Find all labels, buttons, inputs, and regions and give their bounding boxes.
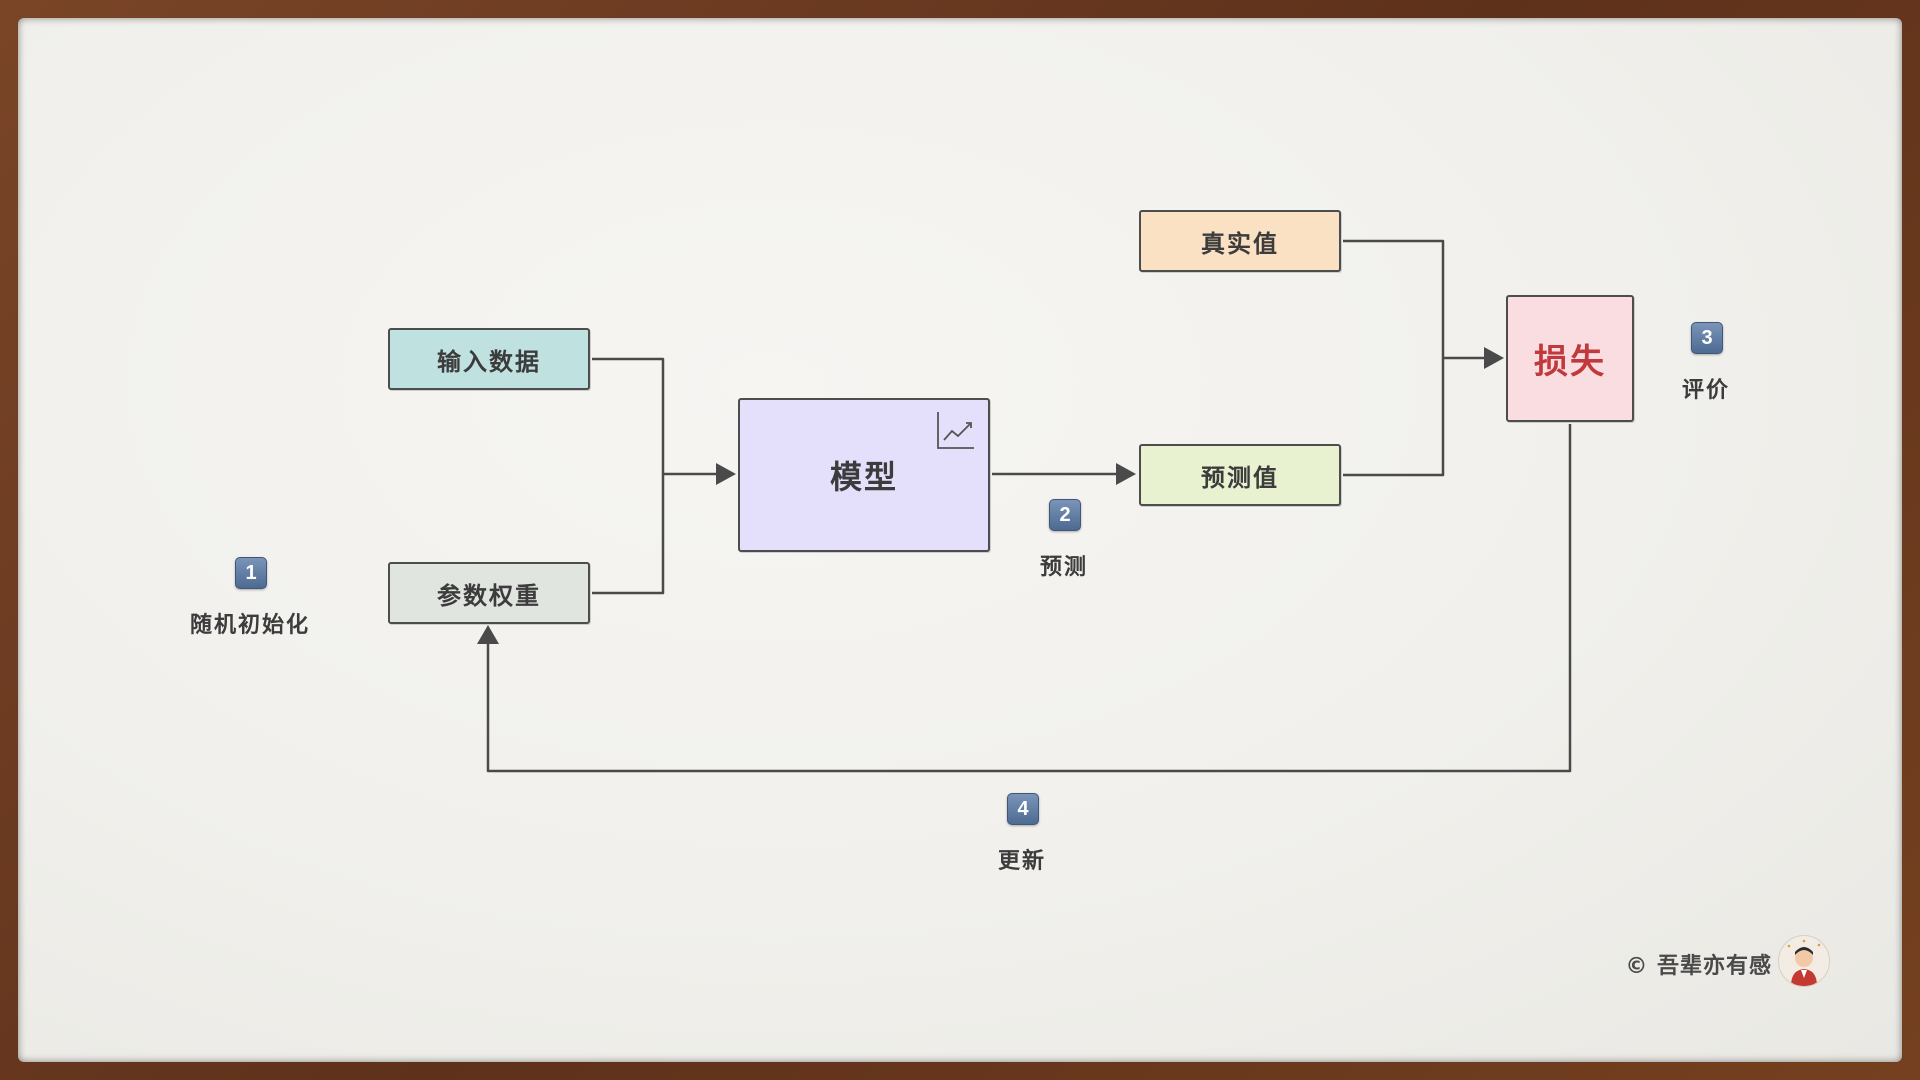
step-3-label: 评价 [1681, 378, 1731, 403]
loss-label: 损失 [1534, 342, 1606, 382]
model-label: 模型 [829, 458, 898, 496]
input-data-node: 输入数据 [388, 328, 590, 390]
weights-label: 参数权重 [437, 581, 541, 610]
edge-input-to-merge [592, 357, 665, 474]
step-3-badge: 3 [1691, 322, 1723, 354]
prediction-label: 预测值 [1201, 463, 1279, 492]
edge-weights-to-merge [592, 474, 665, 595]
arrowhead-loss [1484, 347, 1504, 369]
step-2-label: 预测 [1039, 555, 1089, 580]
input-data-label: 输入数据 [437, 347, 541, 376]
edge-truth-to-merge [1343, 239, 1445, 358]
loss-node: 损失 [1506, 295, 1634, 422]
avatar-icon [1778, 935, 1830, 987]
step-1-label: 随机初始化 [189, 613, 311, 638]
prediction-node: 预测值 [1139, 444, 1341, 506]
ground-truth-node: 真实值 [1139, 210, 1341, 272]
edge-prediction-to-merge [1343, 358, 1445, 477]
arrowhead-prediction [1116, 463, 1136, 485]
edge-loss-to-weights [486, 424, 1572, 773]
step-4-badge: 4 [1007, 793, 1039, 825]
step-4-label: 更新 [997, 849, 1047, 874]
arrowhead-model [716, 463, 736, 485]
step-1-badge: 1 [235, 557, 267, 589]
step-2-badge: 2 [1049, 499, 1081, 531]
line-chart-icon [937, 412, 974, 449]
weights-node: 参数权重 [388, 562, 590, 624]
model-node: 模型 [738, 398, 990, 552]
ground-truth-label: 真实值 [1201, 229, 1279, 258]
arrowhead-weights [477, 625, 499, 644]
author-credit: © 吾辈亦有感 [1625, 954, 1772, 979]
